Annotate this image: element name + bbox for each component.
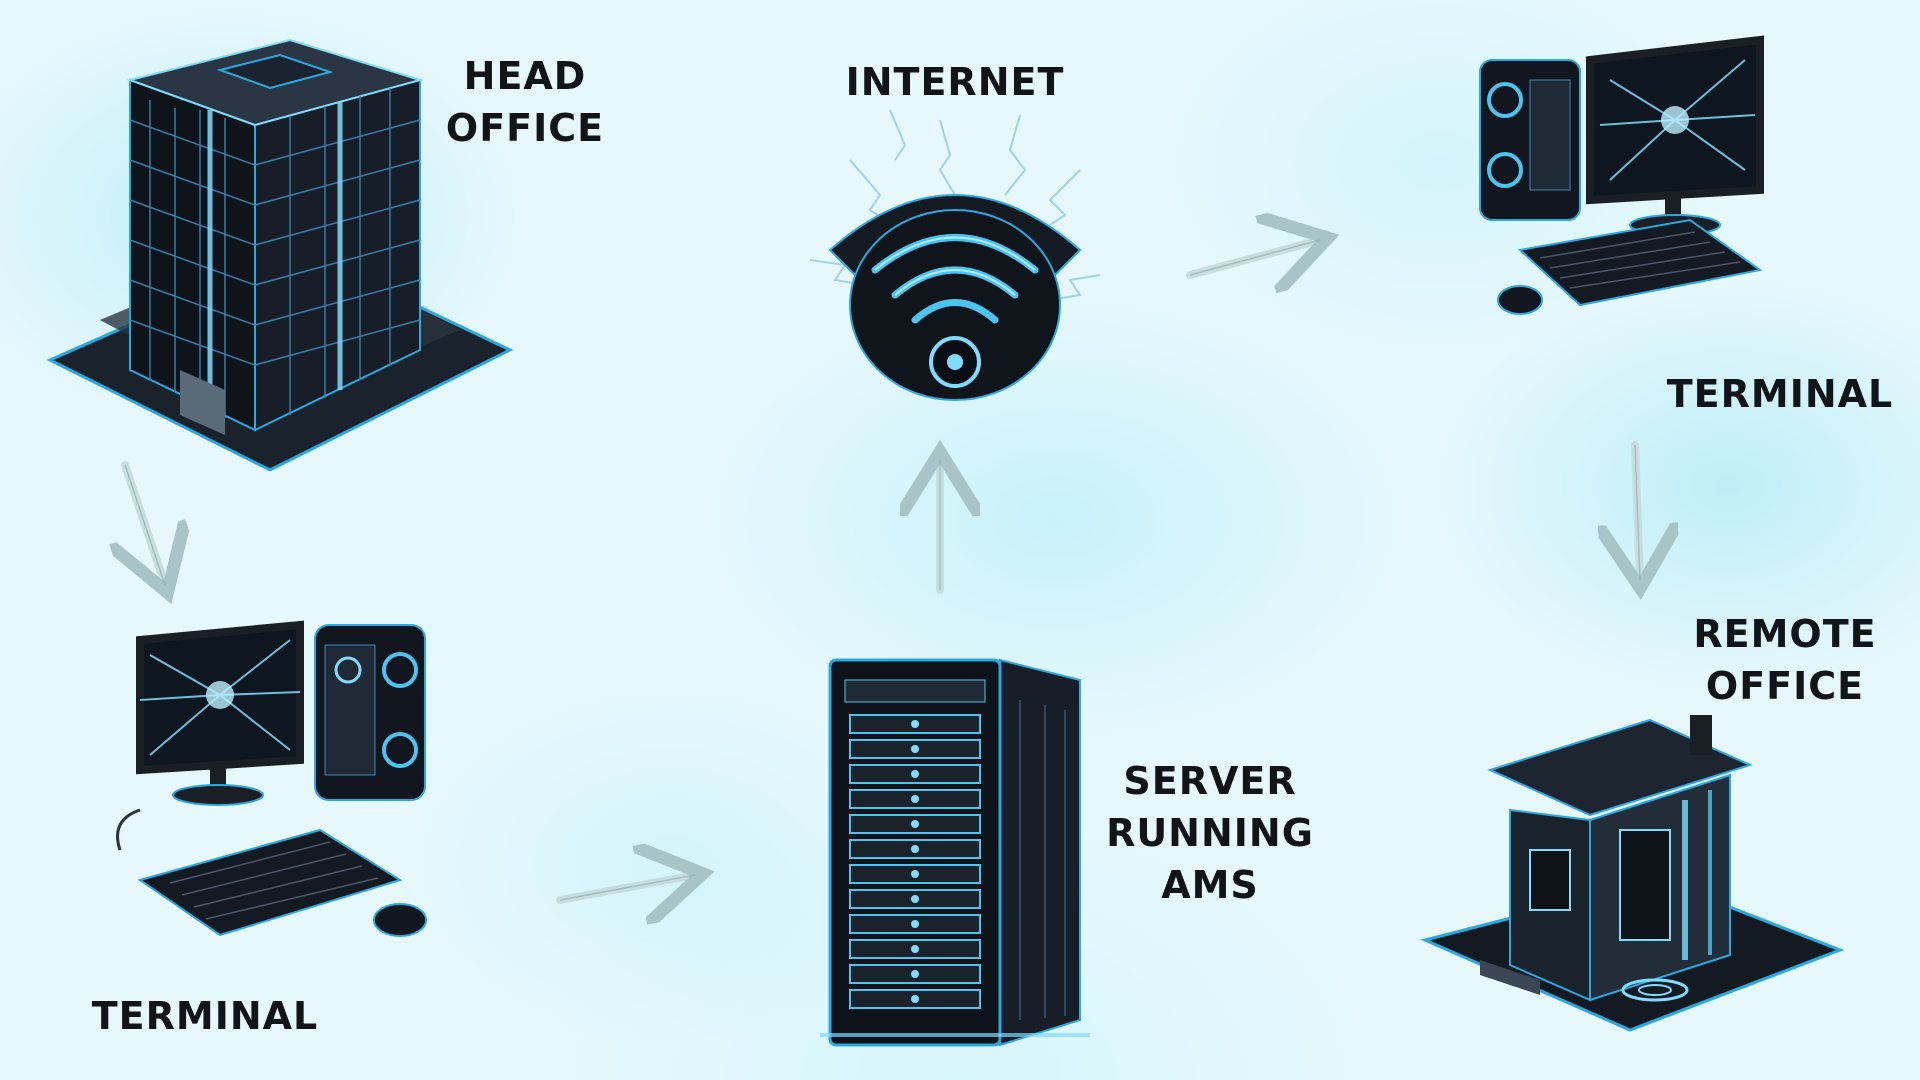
label-remote-office: REMOTE OFFICE xyxy=(1693,612,1877,708)
label-terminal-bottom: TERMINAL xyxy=(91,994,319,1038)
server-rack-icon xyxy=(820,658,1090,1047)
label-head-office: HEAD OFFICE xyxy=(445,54,605,150)
label-internet: INTERNET xyxy=(845,60,1065,104)
wifi-signal-icon xyxy=(809,109,1101,401)
house-icon xyxy=(1420,715,1845,1032)
label-server: SERVER RUNNING AMS xyxy=(1106,759,1314,907)
label-terminal-top: TERMINAL xyxy=(1666,372,1894,416)
desktop-computer-icon xyxy=(1479,35,1764,315)
office-building-icon xyxy=(46,38,514,472)
desktop-computer-icon xyxy=(116,620,427,937)
